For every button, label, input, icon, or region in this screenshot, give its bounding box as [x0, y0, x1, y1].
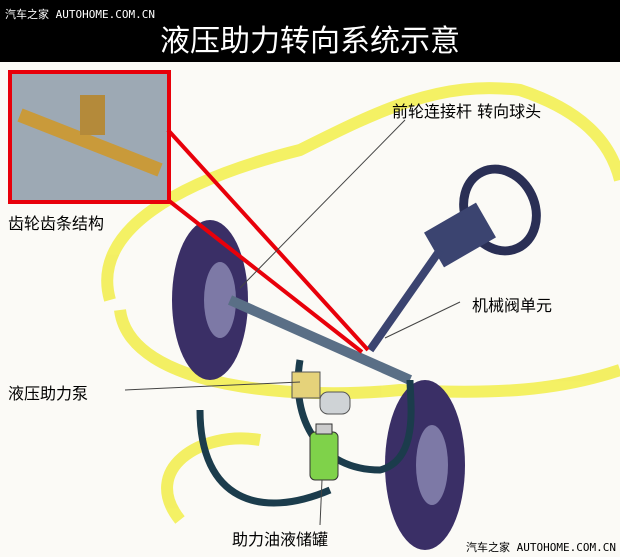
label-valve-unit: 机械阀单元 — [472, 296, 553, 315]
label-rack-pinion: 齿轮齿条结构 — [8, 214, 105, 233]
label-pump: 液压助力泵 — [8, 384, 89, 403]
header-bar: 汽车之家 AUTOHOME.COM.CN 液压助力转向系统示意 — [0, 0, 620, 62]
page-title: 液压助力转向系统示意 — [160, 24, 460, 59]
fluid-reservoir — [309, 423, 339, 481]
label-tie-rod: 前轮连接杆 转向球头 — [392, 102, 542, 121]
watermark-top: 汽车之家 AUTOHOME.COM.CN — [5, 8, 155, 21]
wheel-right — [385, 380, 465, 550]
steering-system-illustration — [8, 70, 620, 550]
watermark-bottom: 汽车之家 AUTOHOME.COM.CN — [466, 541, 616, 554]
rack-assembly — [196, 295, 415, 507]
car-body-outline — [101, 82, 620, 524]
inset-zoom-box — [8, 70, 370, 354]
wheel-left — [172, 220, 248, 380]
leader-lines — [124, 119, 461, 526]
label-reservoir: 助力油液储罐 — [232, 530, 329, 549]
hydraulic-pump — [291, 371, 351, 415]
steering-wheel — [366, 164, 541, 353]
